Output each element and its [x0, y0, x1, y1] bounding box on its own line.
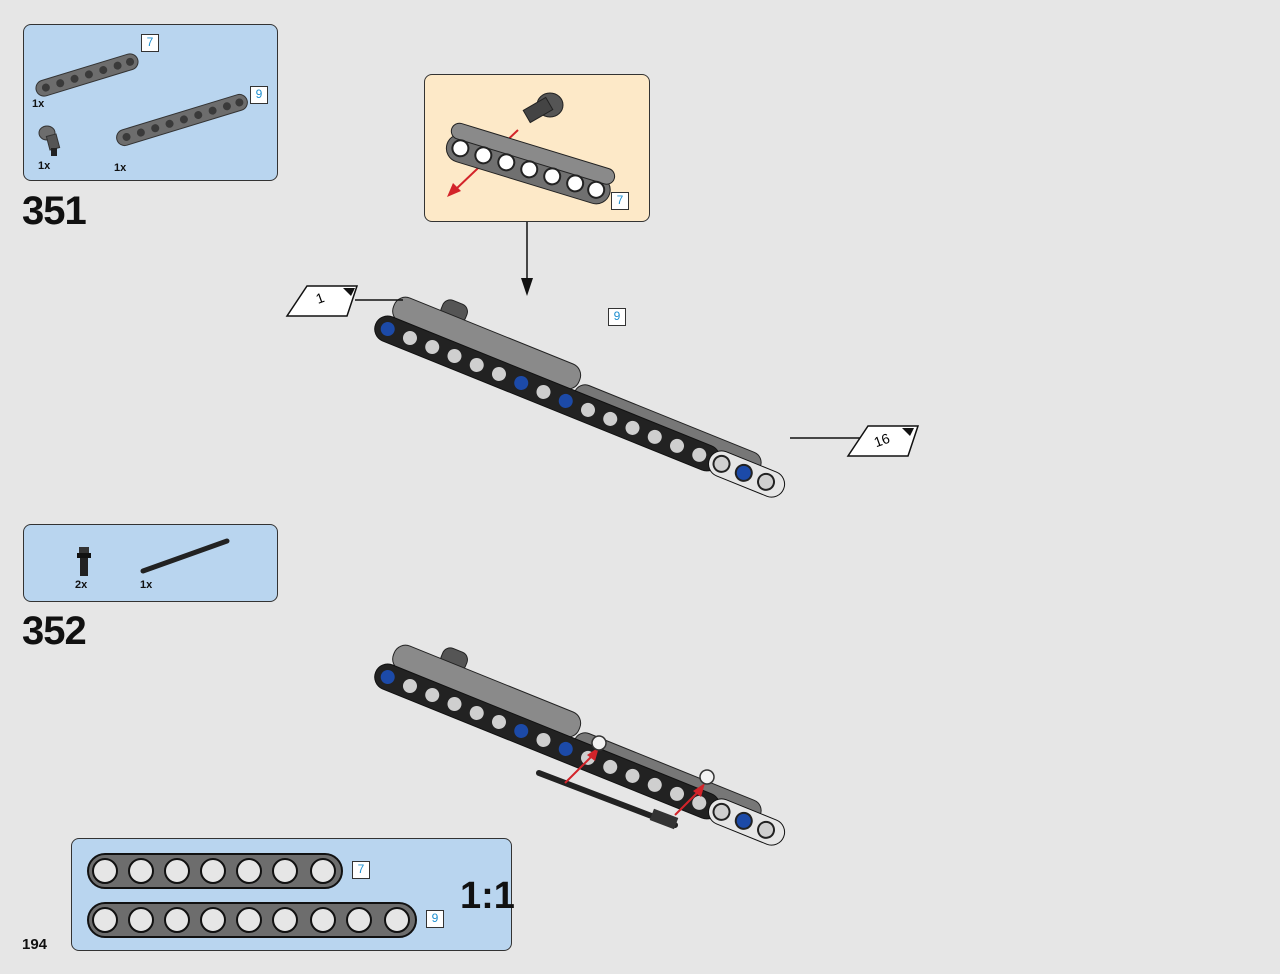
step-352-number: 352 [22, 609, 87, 653]
axle-qty: 1x [140, 579, 153, 591]
beam-9-callout: 9 [250, 86, 268, 104]
step-351-model [374, 296, 786, 498]
submodel-callout-box: 7 [424, 74, 650, 222]
submodel-callout-number: 7 [611, 192, 629, 210]
beam-7-callout: 7 [141, 34, 159, 52]
rotate-flag-right [790, 425, 920, 457]
scale-beam-9-callout: 9 [426, 910, 444, 928]
axle-insertion [536, 735, 715, 830]
scale-panel: 7 9 1:1 [71, 838, 515, 951]
beam-7-qty: 1x [32, 98, 45, 110]
scale-beam-7 [87, 853, 343, 889]
beam-9-part-image [116, 93, 248, 147]
submodel-arrow [521, 222, 533, 296]
step-351-parts-panel: 7 1x 1x 9 1x [23, 24, 278, 181]
page-number: 194 [22, 936, 48, 953]
scale-beam-7-callout: 7 [352, 861, 370, 879]
friction-pin-part-image [77, 547, 91, 576]
rotate-flag-left [285, 285, 403, 317]
scale-beam-9 [87, 902, 417, 938]
friction-pin-qty: 2x [75, 579, 88, 591]
step-352-model [374, 644, 786, 846]
beam-7-part-image [35, 53, 139, 97]
connector-pin-part-image [38, 125, 61, 156]
main-model-callout: 9 [608, 308, 626, 326]
connector-pin-qty: 1x [38, 160, 51, 172]
step-352-parts-panel: 2x 1x [23, 524, 278, 602]
axle-part-image [140, 538, 230, 574]
beam-9-qty: 1x [114, 162, 127, 174]
submodel-beam-image [445, 92, 616, 205]
scale-ratio: 1:1 [460, 875, 515, 917]
step-351-number: 351 [22, 189, 87, 233]
